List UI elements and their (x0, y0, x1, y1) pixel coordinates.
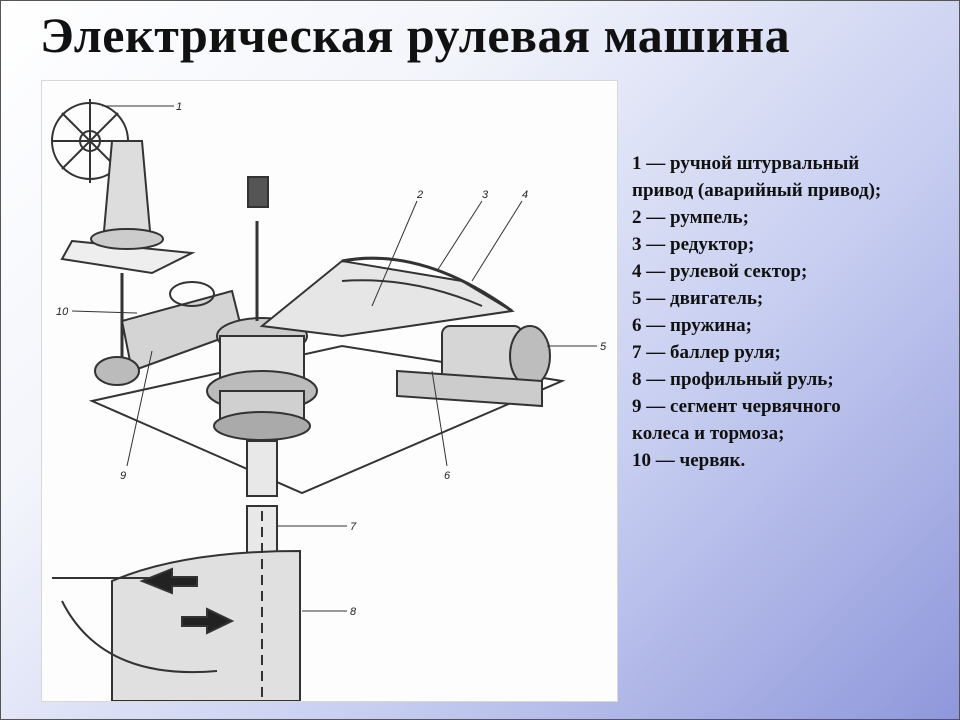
callout-labels: 1 2 3 4 5 6 7 8 9 10 (56, 101, 607, 618)
callout-9: 9 (120, 470, 126, 482)
legend-line: колеса и тормоза; (632, 423, 785, 444)
steering-machine-diagram: 1 2 3 4 5 6 7 8 9 10 (41, 80, 618, 702)
callout-3: 3 (482, 189, 489, 201)
callout-6: 6 (444, 470, 451, 482)
legend-line: 10 — червяк. (632, 450, 746, 471)
legend-line: 1 — ручной штурвальный (632, 153, 860, 174)
legend-line: 2 — румпель; (632, 207, 749, 228)
callout-10: 10 (56, 306, 69, 318)
callout-2: 2 (416, 189, 423, 201)
legend-line: 6 — пружина; (632, 315, 753, 336)
legend-line: 4 — рулевой сектор; (632, 261, 808, 282)
legend-line: привод (аварийный привод); (632, 180, 882, 201)
callout-8: 8 (350, 606, 357, 618)
diagram-drawing: 1 2 3 4 5 6 7 8 9 10 (51, 99, 607, 701)
legend-line: 3 — редуктор; (632, 234, 755, 255)
legend-line: 5 — двигатель; (632, 288, 764, 309)
legend-line: 8 — профильный руль; (632, 369, 834, 390)
rudder-stock-upper (246, 440, 278, 497)
callout-4: 4 (522, 189, 528, 201)
callout-5: 5 (600, 341, 607, 353)
upper-platform (60, 239, 196, 275)
pedestal (102, 140, 152, 232)
legend-list: 1 — ручной штурвальный привод (аварийный… (632, 150, 950, 474)
slide-title: Электрическая рулевая машина (40, 7, 791, 63)
callout-1: 1 (176, 101, 182, 113)
callout-7: 7 (350, 521, 357, 533)
legend-line: 7 — баллер руля; (632, 342, 781, 363)
legend-line: 9 — сегмент червячного (632, 396, 841, 417)
